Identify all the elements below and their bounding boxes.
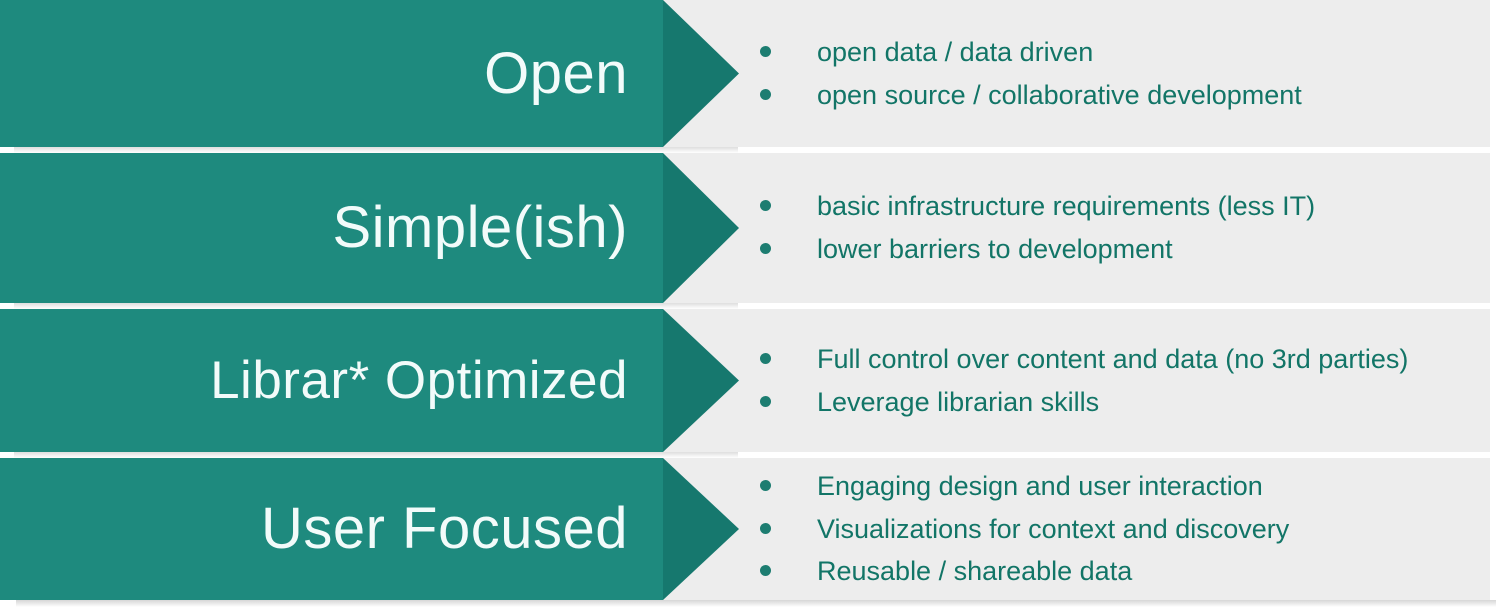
chevron-label: Open (484, 40, 628, 106)
list-item: Leverage librarian skills (760, 385, 1480, 420)
list-item-label: Reusable / shareable data (817, 556, 1133, 587)
chevron-body (0, 458, 663, 600)
bullet-dot-icon (760, 45, 771, 57)
list-item-label: Visualizations for context and discovery (817, 513, 1290, 544)
chevron-shape: Simple(ish) (0, 153, 739, 303)
bullet-list: open data / data driven open source / co… (760, 0, 1480, 147)
chevron-row-open: Open open data / data driven open source… (0, 0, 1503, 147)
list-item: Reusable / shareable data (760, 554, 1480, 589)
list-item: basic infrastructure requirements (less … (760, 189, 1480, 224)
list-item-label: open source / collaborative development (817, 79, 1302, 110)
bullet-dot-icon (760, 522, 771, 534)
chevron-label: Simple(ish) (332, 195, 628, 260)
list-item-label: Leverage librarian skills (817, 386, 1100, 417)
bullet-dot-icon (760, 88, 771, 100)
bullet-list: basic infrastructure requirements (less … (760, 153, 1480, 303)
bullet-list: Engaging design and user interaction Vis… (760, 458, 1480, 600)
chevron-shape: Open (0, 0, 739, 147)
list-item-label: basic infrastructure requirements (less … (817, 191, 1316, 222)
chevron-shadow (14, 147, 738, 153)
bullet-dot-icon (760, 395, 771, 407)
list-item: Engaging design and user interaction (760, 469, 1480, 504)
list-item-label: open data / data driven (817, 36, 1094, 67)
chevron-body (0, 153, 663, 303)
list-item: Visualizations for context and discovery (760, 512, 1480, 547)
list-item: lower barriers to development (760, 232, 1480, 267)
bullet-list: Full control over content and data (no 3… (760, 309, 1480, 452)
list-item: open source / collaborative development (760, 78, 1480, 113)
list-item-label: Full control over content and data (no 3… (817, 343, 1409, 374)
chevron-shape: Librar* Optimized (0, 309, 739, 452)
list-item: open data / data driven (760, 35, 1480, 70)
chevron-row-simpleish: Simple(ish) basic infrastructure require… (0, 153, 1503, 303)
chevron-shadow (14, 452, 738, 458)
bullet-dot-icon (760, 200, 771, 212)
chevron-arrow-head (663, 0, 739, 147)
chevron-arrow-head (663, 153, 739, 303)
chevron-shape: User Focused (0, 458, 739, 600)
chevron-label: User Focused (260, 496, 628, 561)
chevron-shadow (14, 303, 738, 309)
list-item-label: lower barriers to development (817, 234, 1173, 264)
bottom-shadow (16, 600, 1496, 607)
chevron-row-user-focused: User Focused Engaging design and user in… (0, 458, 1503, 600)
bullet-dot-icon (760, 243, 771, 254)
bullet-dot-icon (760, 480, 771, 492)
chevron-row-librar-optimized: Librar* Optimized Full control over cont… (0, 309, 1503, 452)
bullet-dot-icon (760, 565, 771, 577)
chevron-arrow-head (663, 458, 739, 600)
list-item-label: Engaging design and user interaction (817, 471, 1263, 502)
chevron-arrow-head (663, 309, 739, 452)
list-item: Full control over content and data (no 3… (760, 342, 1480, 377)
chevron-body (0, 309, 663, 452)
chevron-body (0, 0, 663, 147)
chevron-label: Librar* Optimized (210, 351, 628, 410)
bullet-dot-icon (760, 352, 771, 364)
